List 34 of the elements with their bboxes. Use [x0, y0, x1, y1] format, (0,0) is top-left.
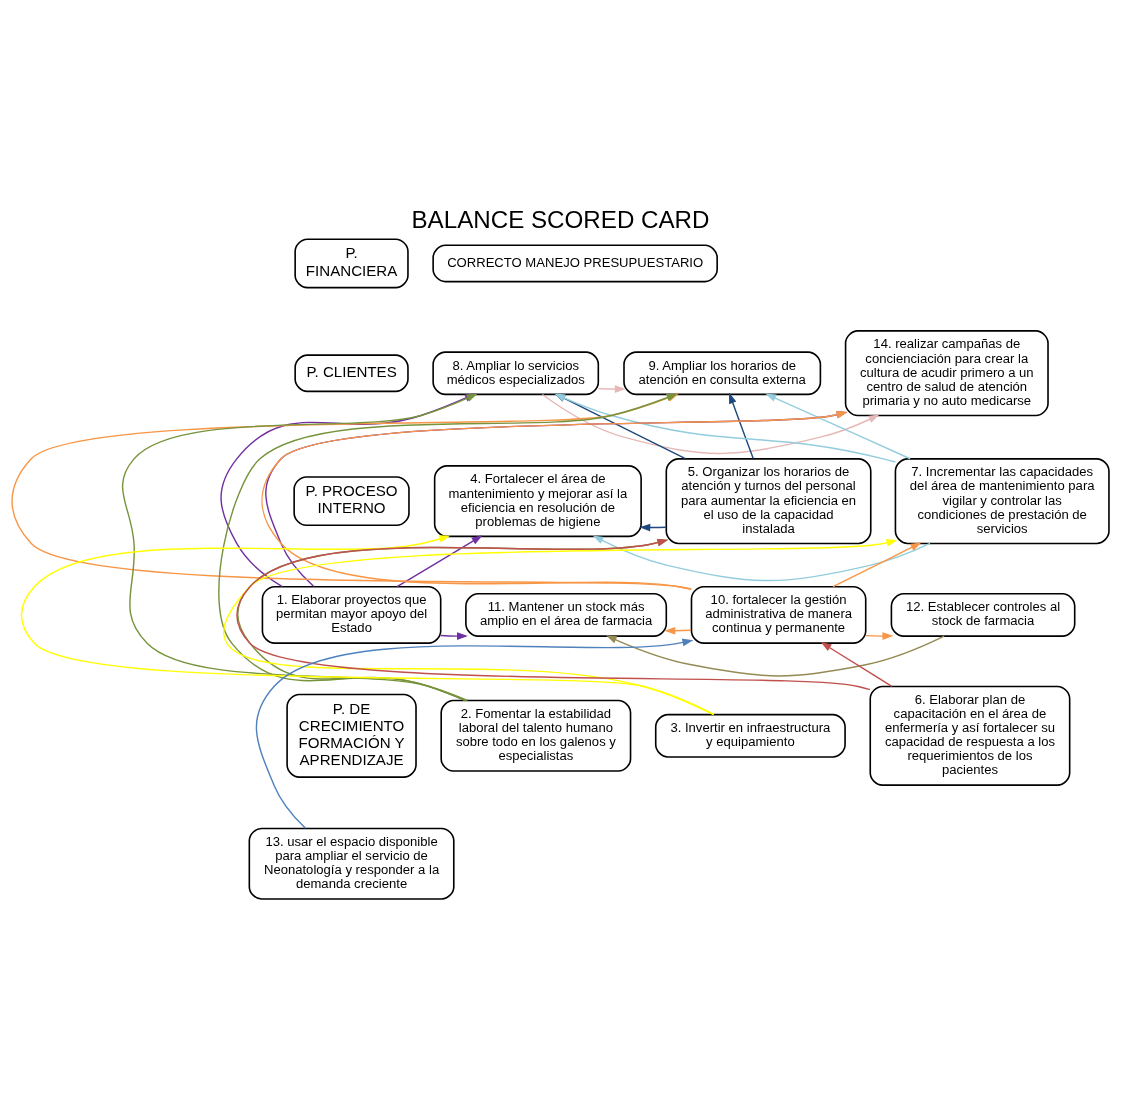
diagram-title: BALANCE SCORED CARD — [411, 206, 710, 234]
node-box: CORRECTO MANEJO PRESUPUESTARIO — [432, 244, 718, 283]
arrow — [592, 535, 931, 582]
node-box: 9. Ampliar los horarios de atención en consulta externa — [623, 351, 822, 396]
arrow — [255, 638, 694, 830]
node-box: 1. Elaborar proyectos que permitan mayor apoyo del Estado — [261, 585, 442, 644]
node-box: 11. Mantener un stock más amplio en el área de farmacia — [465, 593, 668, 637]
arrow — [597, 385, 626, 393]
arrow — [223, 539, 898, 716]
node-box: 4. Fortalecer el área de mantenimiento y mejorar así la eficiencia en resolución de problemas de higiene — [433, 465, 642, 538]
node-box: 6. Elaborar plan de capacitación en el área de enfermería y así fortalecer su capacidad de respuesta a los requerimientos de los pacientes — [869, 685, 1071, 786]
node-box: 3. Invertir en infraestructura y equipamiento — [654, 713, 846, 758]
node-box: 12. Establecer controles al stock de farmacia — [890, 593, 1076, 637]
arrow — [20, 535, 715, 716]
arrow — [820, 642, 893, 687]
arrow — [832, 542, 922, 588]
arrow — [396, 535, 483, 588]
node-box: 10. fortalecer la gestión administrativa de manera continua y permanente — [690, 585, 867, 644]
node-box: P. FINANCIERA — [294, 238, 409, 289]
node-box: P. DE CRECIMIENTO FORMACIÓN Y APRENDIZAJE — [286, 693, 417, 778]
node-box: 8. Ampliar lo servicios médicos especializados — [432, 351, 600, 396]
node-box: 2. Fomentar la estabilidad laboral del talento humano sobre todo en los galenos y especialistas — [440, 699, 632, 772]
arrow — [440, 632, 468, 640]
node-box: 13. usar el espacio disponible para ampliar el servicio de Neonatología y responder a la demanda creciente — [248, 827, 455, 900]
arrow — [865, 632, 894, 640]
arrow — [765, 393, 911, 460]
node-box: P. CLIENTES — [294, 354, 409, 393]
node-box: P. PROCESO INTERNO — [293, 476, 410, 527]
node-box: 14. realizar campañas de concienciación para crear la cultura de acudir primero a un centro de salud de atención primaria y no auto medicarse — [844, 330, 1049, 417]
node-box: 5. Organizar los horarios de atención y turnos del personal para aumentar la eficiencia en el uso de la capacidad instalada — [665, 458, 872, 545]
arrow — [728, 392, 754, 460]
arrow — [236, 538, 871, 691]
node-box: 7. Incrementar las capacidades del área de mantenimiento para vigilar y controlar las condiciones de prestación de servicios — [894, 458, 1110, 545]
arrow — [605, 635, 945, 677]
